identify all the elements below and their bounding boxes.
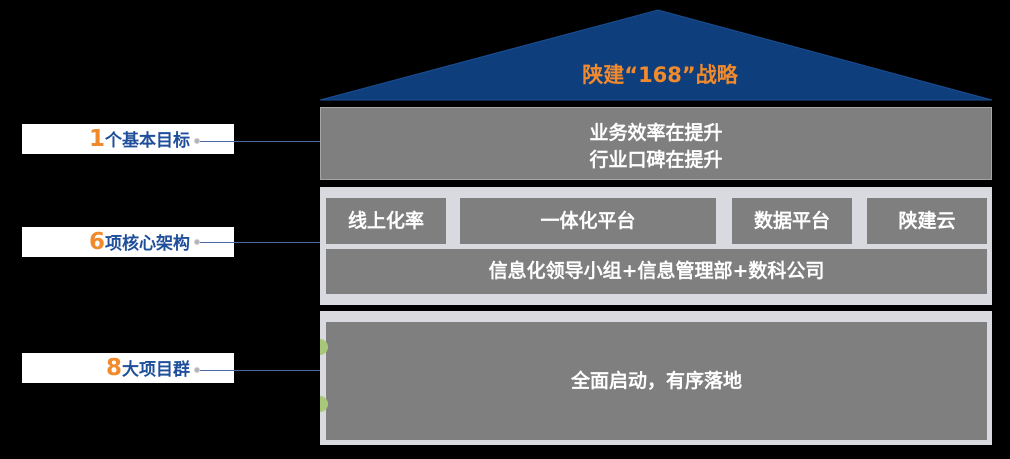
connector-dot	[194, 239, 200, 245]
goal-line-1: 业务效率在提升	[589, 122, 723, 144]
module-box-shaanjian-cloud: 陕建云	[867, 198, 987, 244]
label-text: 个基本目标	[105, 131, 190, 151]
connector-line	[200, 242, 320, 243]
label-number: 1	[88, 126, 105, 152]
projects-band: 全面启动，有序落地	[320, 311, 992, 445]
label-projects: 8大项目群	[22, 353, 234, 383]
projects-box: 全面启动，有序落地	[326, 322, 987, 440]
label-goal: 1个基本目标	[22, 124, 234, 154]
connector-dot	[194, 367, 200, 373]
goal-band: 业务效率在提升 行业口碑在提升	[320, 107, 992, 180]
connector-line	[200, 141, 320, 142]
label-number: 8	[105, 355, 122, 381]
connector-line	[200, 370, 320, 371]
module-box-data-platform: 数据平台	[732, 198, 852, 244]
module-box-integrated-platform: 一体化平台	[460, 198, 716, 244]
org-structure-box: 信息化领导小组+信息管理部+数科公司	[326, 249, 987, 294]
connector-dot	[194, 138, 200, 144]
label-text: 项核心架构	[105, 234, 190, 254]
green-marker	[320, 396, 328, 412]
roof-title: 陕建“168”战略	[582, 63, 738, 87]
label-text: 大项目群	[122, 360, 190, 380]
goal-line-2: 行业口碑在提升	[589, 149, 723, 171]
label-number: 6	[88, 229, 105, 255]
green-marker	[320, 339, 328, 355]
module-box-online-rate: 线上化率	[326, 198, 446, 244]
architecture-band: 线上化率 一体化平台 数据平台 陕建云 信息化领导小组+信息管理部+数科公司	[320, 187, 992, 305]
